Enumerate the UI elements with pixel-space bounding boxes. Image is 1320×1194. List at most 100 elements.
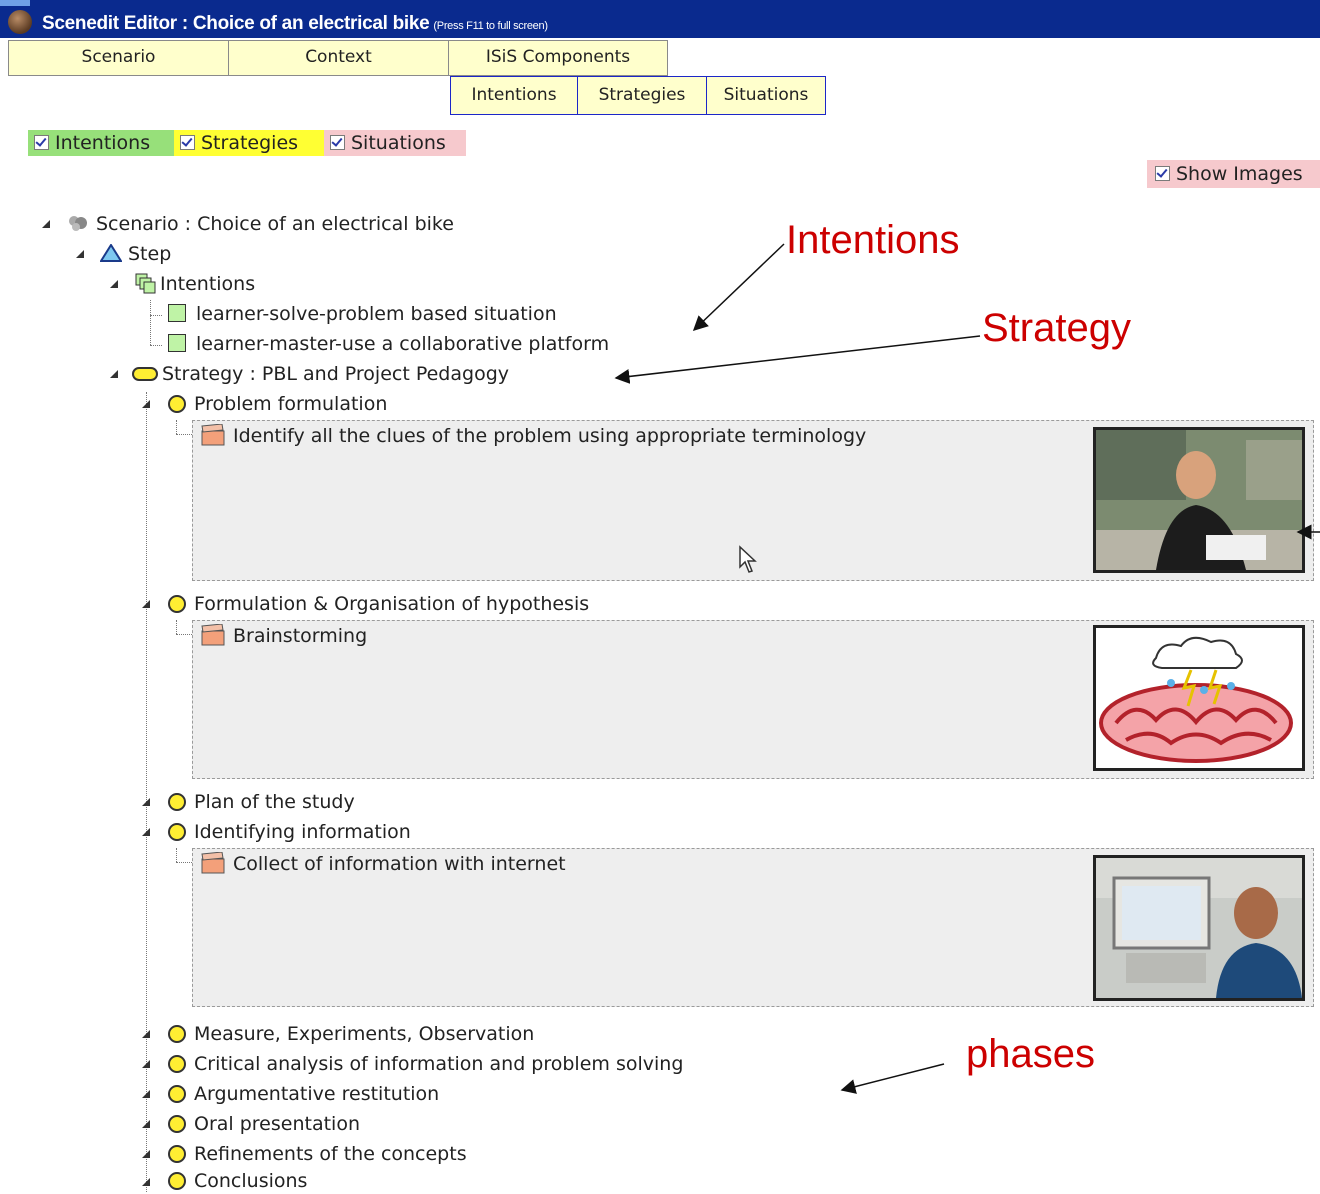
tree-node-phase[interactable]: Plan of the study	[168, 789, 355, 815]
app-logo-icon	[8, 10, 32, 34]
checkbox-checked-icon[interactable]	[180, 135, 195, 150]
tree-node-situation[interactable]: Brainstorming	[201, 623, 367, 649]
annotation-phases: phases	[966, 1032, 1095, 1076]
subtab-intentions[interactable]: Intentions	[450, 76, 578, 115]
tree-node-label: Intentions	[160, 273, 256, 295]
tree-node-intentions[interactable]: Intentions	[134, 271, 255, 297]
tree-node-label: Scenario : Choice of an electrical bike	[96, 213, 454, 235]
phase-circle-icon	[168, 595, 186, 613]
tree-node-strategy[interactable]: Strategy : PBL and Project Pedagogy	[132, 361, 509, 387]
phase-circle-icon	[168, 1085, 186, 1103]
collapse-toggle-icon[interactable]	[142, 1060, 150, 1068]
tree-connector	[150, 315, 162, 316]
tree-node-label: Plan of the study	[194, 791, 355, 813]
tree-node-label: Brainstorming	[233, 625, 368, 647]
window-title-text: Scenedit Editor : Choice of an electrica…	[42, 13, 430, 34]
filter-strategies[interactable]: Strategies	[174, 130, 324, 156]
fullscreen-hint: (Press F11 to full screen)	[433, 20, 548, 32]
arrow-to-strategy	[614, 335, 981, 384]
tree-node-label: Critical analysis of information and pro…	[194, 1053, 684, 1075]
tab-scenario[interactable]: Scenario	[8, 40, 229, 76]
collapse-toggle-icon[interactable]	[142, 1150, 150, 1158]
tree-connector	[146, 392, 147, 1192]
situation-box[interactable]: Brainstorming	[192, 620, 1314, 779]
tree-node-intention-item[interactable]: learner-solve-problem based situation	[168, 301, 557, 327]
person-thinking-image	[1096, 430, 1302, 570]
show-images-label: Show Images	[1176, 163, 1303, 185]
situation-box[interactable]: Identify all the clues of the problem us…	[192, 420, 1314, 581]
tree-node-label: Identify all the clues of the problem us…	[233, 425, 867, 447]
tree-connector	[150, 345, 162, 346]
tree-node-phase[interactable]: Problem formulation	[168, 391, 387, 417]
phase-circle-icon	[168, 823, 186, 841]
title-bar-accent	[0, 0, 30, 6]
tab-isis-components[interactable]: ISiS Components	[448, 40, 668, 76]
tree-node-label: learner-solve-problem based situation	[196, 303, 557, 325]
tree-node-phase[interactable]: Critical analysis of information and pro…	[168, 1051, 683, 1077]
phase-circle-icon	[168, 1145, 186, 1163]
brainstorm-brain-image	[1096, 628, 1302, 768]
tree-connector	[176, 420, 177, 434]
subtab-situations[interactable]: Situations	[706, 76, 826, 115]
phase-circle-icon	[168, 395, 186, 413]
checkbox-checked-icon[interactable]	[1155, 166, 1170, 181]
intention-square-icon	[168, 304, 186, 322]
subtab-strategies[interactable]: Strategies	[577, 76, 707, 115]
collapse-toggle-icon[interactable]	[76, 250, 84, 258]
tree-connector	[176, 634, 192, 635]
tree-node-label: Step	[128, 243, 172, 265]
tree-node-situation[interactable]: Identify all the clues of the problem us…	[201, 423, 866, 449]
situation-image	[1093, 427, 1305, 573]
filter-intentions[interactable]: Intentions	[28, 130, 174, 156]
collapse-toggle-icon[interactable]	[142, 1120, 150, 1128]
phase-circle-icon	[168, 1172, 186, 1190]
tree-node-phase[interactable]: Identifying information	[168, 819, 411, 845]
tree-node-step[interactable]: Step	[99, 241, 172, 267]
collapse-toggle-icon[interactable]	[142, 400, 150, 408]
tree-connector	[150, 300, 151, 345]
tree-connector	[176, 848, 177, 862]
collapse-toggle-icon[interactable]	[142, 600, 150, 608]
tree-node-phase[interactable]: Refinements of the concepts	[168, 1141, 467, 1167]
situation-image	[1093, 625, 1305, 771]
collapse-toggle-icon[interactable]	[110, 280, 118, 288]
checkbox-checked-icon[interactable]	[34, 135, 49, 150]
show-images-toggle[interactable]: Show Images	[1147, 160, 1320, 188]
phase-circle-icon	[168, 1025, 186, 1043]
tree-node-label: Measure, Experiments, Observation	[194, 1023, 535, 1045]
tree-node-situation[interactable]: Collect of information with internet	[201, 851, 566, 877]
tree-node-phase[interactable]: Oral presentation	[168, 1111, 360, 1137]
collapse-toggle-icon[interactable]	[142, 1178, 150, 1186]
filter-strategies-label: Strategies	[201, 132, 299, 154]
tree-node-phase[interactable]: Conclusions	[168, 1168, 307, 1194]
tree-node-label: Oral presentation	[194, 1113, 360, 1135]
collapse-toggle-icon[interactable]	[142, 1090, 150, 1098]
tree-node-label: Conclusions	[194, 1170, 308, 1192]
tree-node-phase[interactable]: Measure, Experiments, Observation	[168, 1021, 534, 1047]
intentions-group-icon	[135, 273, 156, 294]
tree-node-scenario[interactable]: Scenario : Choice of an electrical bike	[66, 211, 454, 237]
situation-box[interactable]: Collect of information with internet	[192, 848, 1314, 1007]
tree-connector	[176, 862, 192, 863]
collapse-toggle-icon[interactable]	[142, 798, 150, 806]
situation-image	[1093, 855, 1305, 1001]
collapse-toggle-icon[interactable]	[142, 1030, 150, 1038]
tree-node-phase[interactable]: Argumentative restitution	[168, 1081, 439, 1107]
annotation-intentions: Intentions	[786, 218, 960, 262]
tree-node-label: learner-master-use a collaborative platf…	[196, 333, 610, 355]
collapse-toggle-icon[interactable]	[110, 370, 118, 378]
checkbox-checked-icon[interactable]	[330, 135, 345, 150]
tab-context[interactable]: Context	[228, 40, 449, 76]
tree-node-phase[interactable]: Formulation & Organisation of hypothesis	[168, 591, 589, 617]
phase-circle-icon	[168, 1115, 186, 1133]
tree-node-intention-item[interactable]: learner-master-use a collaborative platf…	[168, 331, 609, 357]
tree-node-label: Problem formulation	[194, 393, 388, 415]
step-triangle-icon	[99, 243, 123, 262]
intention-square-icon	[168, 334, 186, 352]
tree-node-label: Refinements of the concepts	[194, 1143, 467, 1165]
filter-situations-label: Situations	[351, 132, 446, 154]
filter-situations[interactable]: Situations	[324, 130, 466, 156]
collapse-toggle-icon[interactable]	[142, 828, 150, 836]
tree-connector	[176, 620, 177, 634]
collapse-toggle-icon[interactable]	[42, 220, 50, 228]
